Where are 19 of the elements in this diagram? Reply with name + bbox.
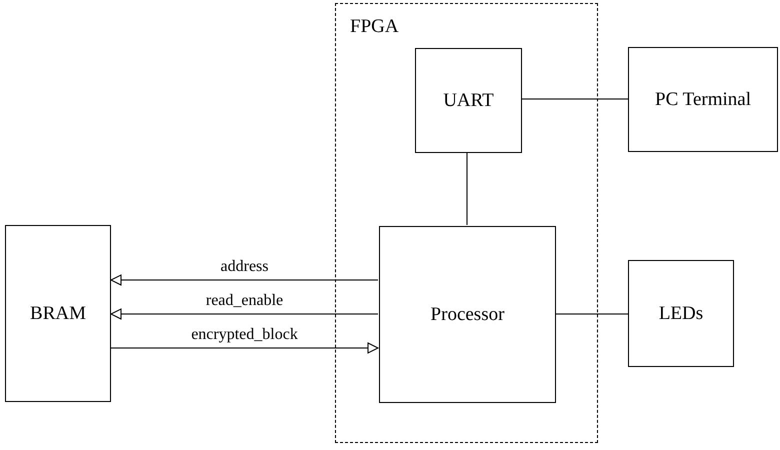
bram-box (5, 225, 111, 402)
leds-box (628, 260, 734, 367)
connector-line (520, 98, 628, 100)
arrow (110, 274, 378, 286)
node-label: UART (443, 90, 494, 112)
node-label: LEDs (658, 302, 704, 324)
fpga-boundary (335, 3, 598, 443)
group-title: FPGA (350, 16, 399, 38)
arrow (110, 308, 378, 320)
terminal-box (628, 47, 778, 152)
edge-label: read_enable (204, 292, 286, 310)
uart-box (415, 48, 522, 153)
connector-line (466, 152, 468, 226)
node-label: PC Terminal (655, 88, 751, 110)
arrow (110, 342, 378, 354)
node-label: Processor (430, 304, 504, 326)
processor-box (379, 226, 556, 403)
node-label: BRAM (30, 302, 86, 324)
edge-label: encrypted_block (189, 326, 300, 344)
